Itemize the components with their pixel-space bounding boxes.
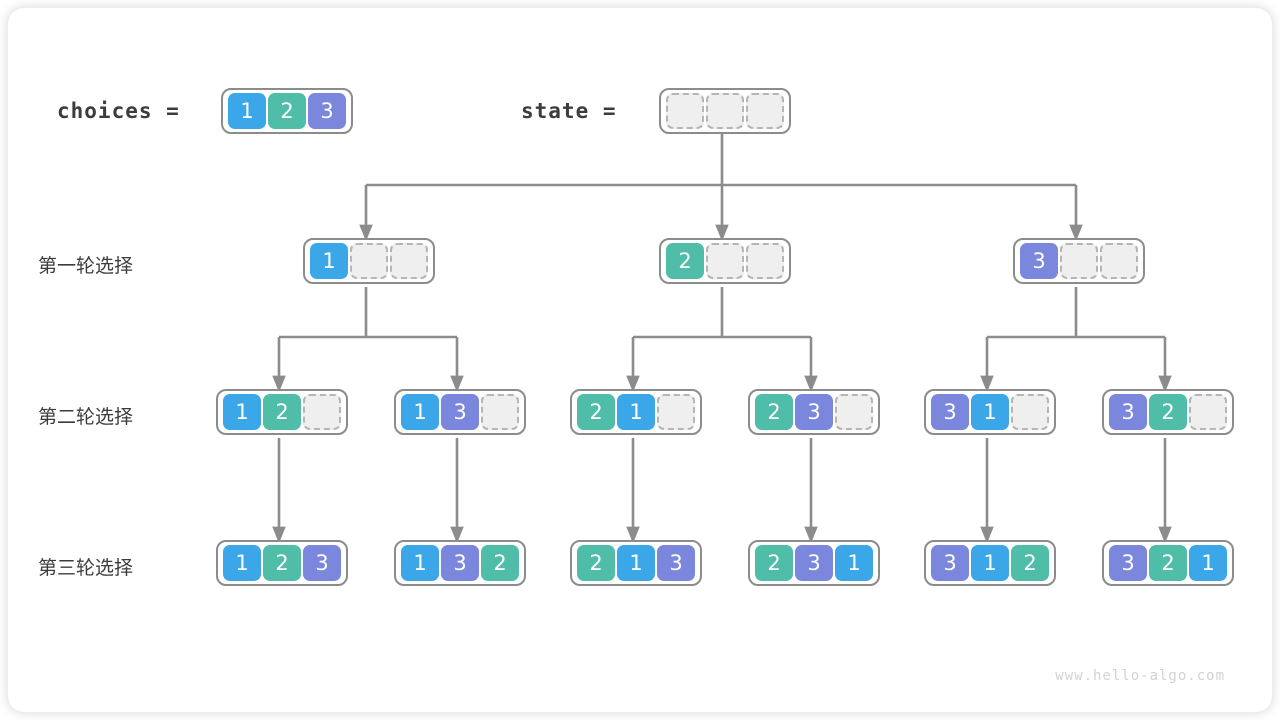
cell-value-3: 3 — [1109, 545, 1147, 581]
cell-empty — [481, 394, 519, 430]
cell-value-3: 3 — [931, 394, 969, 430]
cell-empty — [835, 394, 873, 430]
cell-empty — [1189, 394, 1227, 430]
cell-value-3: 3 — [795, 545, 833, 581]
cell-value-1: 1 — [617, 394, 655, 430]
cell-empty — [746, 93, 784, 129]
cell-value-2: 2 — [755, 394, 793, 430]
state-label: state = — [521, 99, 617, 123]
cell-empty — [1060, 243, 1098, 279]
cell-empty — [706, 243, 744, 279]
cell-value-3: 3 — [441, 545, 479, 581]
cell-value-2: 2 — [1149, 394, 1187, 430]
cell-empty — [666, 93, 704, 129]
cell-value-1: 1 — [223, 394, 261, 430]
cell-value-1: 1 — [835, 545, 873, 581]
cell-value-3: 3 — [931, 545, 969, 581]
level1-node-1: 1 — [303, 238, 435, 284]
round-label-first: 第一轮选择 — [38, 255, 134, 277]
cell-empty — [746, 243, 784, 279]
cell-value-2: 2 — [1011, 545, 1049, 581]
cell-value-1: 1 — [971, 394, 1009, 430]
cell-value-3: 3 — [795, 394, 833, 430]
cell-value-2: 2 — [263, 545, 301, 581]
cell-value-3: 3 — [303, 545, 341, 581]
cell-value-1: 1 — [971, 545, 1009, 581]
cell-value-3: 3 — [441, 394, 479, 430]
round-label-third: 第三轮选择 — [38, 557, 134, 579]
cell-value-3: 3 — [308, 93, 346, 129]
cell-value-1: 1 — [401, 394, 439, 430]
cell-value-2: 2 — [577, 394, 615, 430]
cell-value-1: 1 — [1189, 545, 1227, 581]
cell-value-1: 1 — [617, 545, 655, 581]
cell-empty — [350, 243, 388, 279]
choices-label: choices = — [57, 99, 180, 123]
diagram-card — [8, 8, 1272, 712]
cell-value-2: 2 — [577, 545, 615, 581]
cell-value-1: 1 — [228, 93, 266, 129]
cell-empty — [1011, 394, 1049, 430]
cell-value-2: 2 — [268, 93, 306, 129]
state-array — [659, 88, 791, 134]
cell-empty — [1100, 243, 1138, 279]
cell-value-3: 3 — [657, 545, 695, 581]
cell-value-2: 2 — [263, 394, 301, 430]
cell-value-1: 1 — [223, 545, 261, 581]
cell-empty — [303, 394, 341, 430]
cell-value-3: 3 — [1020, 243, 1058, 279]
level1-node-2: 2 — [659, 238, 791, 284]
cell-value-3: 3 — [1109, 394, 1147, 430]
cell-empty — [657, 394, 695, 430]
cell-value-1: 1 — [310, 243, 348, 279]
cell-value-2: 2 — [1149, 545, 1187, 581]
level1-node-3: 3 — [1013, 238, 1145, 284]
cell-value-2: 2 — [755, 545, 793, 581]
round-label-second: 第二轮选择 — [38, 406, 134, 428]
cell-value-1: 1 — [401, 545, 439, 581]
cell-empty — [706, 93, 744, 129]
watermark: www.hello-algo.com — [1055, 668, 1225, 684]
cell-value-2: 2 — [666, 243, 704, 279]
cell-value-2: 2 — [481, 545, 519, 581]
cell-empty — [390, 243, 428, 279]
